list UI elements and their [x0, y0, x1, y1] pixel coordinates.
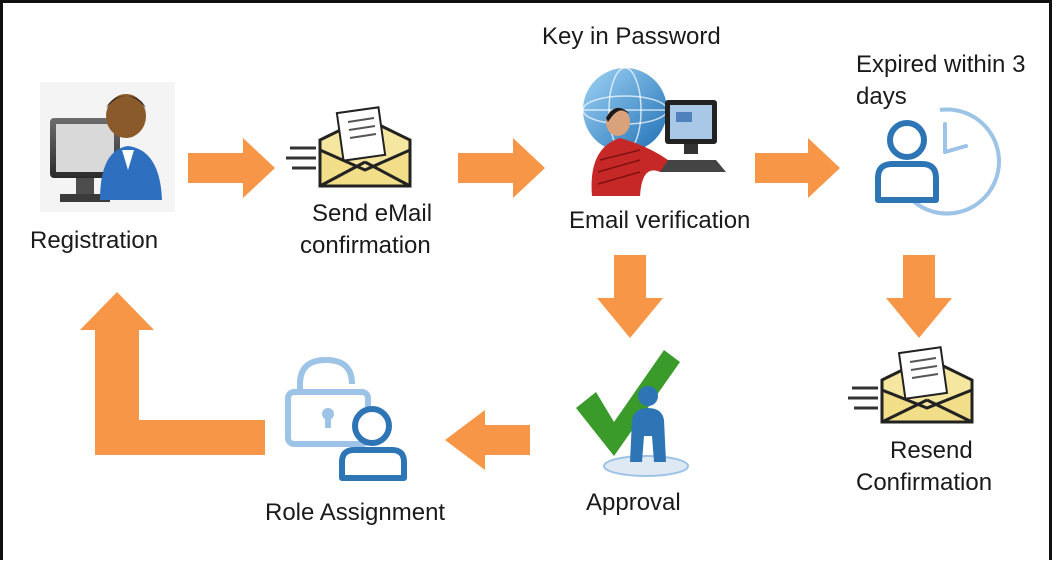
globe-computer-icon: [582, 67, 726, 196]
registration-label: Registration: [30, 227, 159, 254]
send-email-label-line2: confirmation: [300, 232, 431, 259]
user-clock-icon: [875, 107, 1001, 216]
role-assignment-label: Role Assignment: [265, 499, 446, 526]
arrow-approval-to-role: [445, 410, 530, 470]
approval-check-icon: [576, 350, 689, 477]
resend-envelope-icon: [848, 346, 974, 424]
resend-label-line1: Resend: [890, 437, 973, 464]
person-computer-icon: [40, 82, 175, 212]
resend-label-line2: Confirmation: [856, 469, 993, 496]
send-email-label-line1: Send eMail: [312, 200, 433, 227]
arrow-registration-to-send: [188, 138, 275, 198]
arrow-expired-to-resend: [886, 255, 952, 338]
key-in-password-note: Key in Password: [542, 23, 721, 50]
email-verification-label: Email verification: [569, 207, 751, 234]
arrow-role-to-registration: [80, 292, 265, 455]
envelope-icon: [286, 106, 412, 188]
arrow-send-to-verification: [458, 138, 545, 198]
lock-user-icon: [285, 356, 407, 481]
expired-label-line1: Expired within 3: [856, 51, 1026, 78]
expired-label-line2: days: [856, 83, 907, 110]
arrow-verification-to-approval: [597, 255, 663, 338]
arrow-verification-to-expired: [755, 138, 840, 198]
approval-label: Approval: [586, 489, 681, 516]
